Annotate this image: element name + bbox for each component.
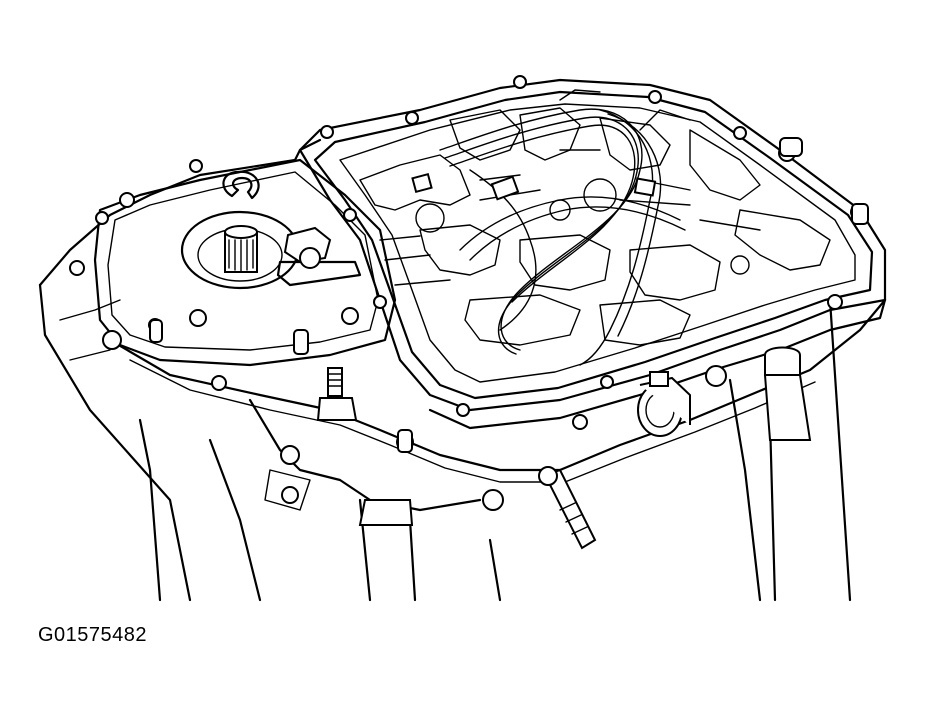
bolts [69,75,866,511]
breather-stud [316,367,358,421]
lower-bracket [264,469,414,526]
figure-id-label: G01575482 [38,624,148,646]
transmission-valve-body-drawing [38,75,887,602]
valve-body-housing [298,78,887,430]
output-shaft [180,210,300,290]
right-mount [763,137,869,441]
wiring-harness [411,108,686,366]
transmission-case-lower [38,138,852,602]
sensor-bracket [276,226,362,287]
retaining-clip [222,170,260,200]
electrical-connector [637,371,691,437]
valve-body-channels [359,89,831,346]
temperature-probe [538,466,597,550]
